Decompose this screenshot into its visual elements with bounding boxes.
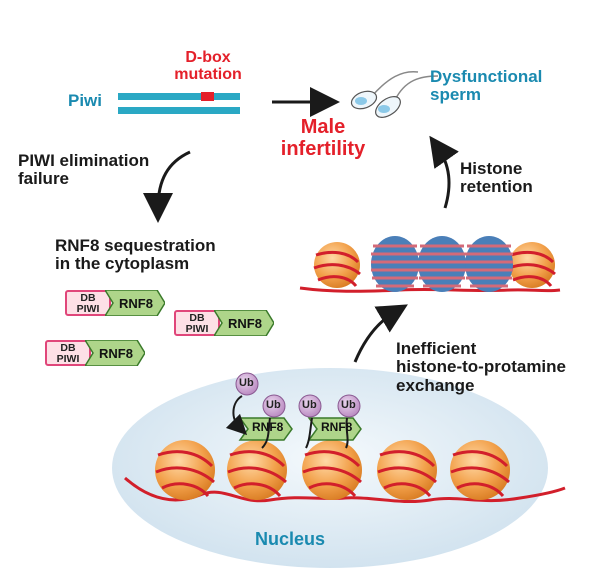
nuclear-rnf8-left [238,417,293,441]
retained-histone-chromatin [299,236,561,293]
nuclear-rnf8-text: RNF8 [252,420,284,434]
piwi-gene-bar [118,92,240,114]
male-infertility-label: Male infertility [280,116,366,160]
arrow-piwi-elimination [143,150,191,223]
piwi-elimination-label: PIWI elimination failure [18,151,150,189]
piwi-label: Piwi [68,91,103,110]
ub-label: Ub [266,399,281,411]
db-piwi-tag: DB PIWI [65,290,111,316]
dbox-mutation-label: D-box mutation [174,49,242,84]
dbox-mutation-mark [201,92,214,101]
dysfunctional-sperm-label: Dysfunctional sperm [430,67,543,105]
histone-retention-label: Histone retention [460,159,533,197]
nuclear-chromatin [124,440,566,504]
db-piwi-tag: DB PIWI [174,310,220,336]
inefficient-exchange-label: Inefficient histone-to-protamine exchang… [396,339,566,395]
ub-label: Ub [239,377,254,389]
nuclear-rnf8-text: RNF8 [321,420,353,434]
rnf8-tag: RNF8 [214,310,274,336]
arrow-histone-retention [429,135,459,209]
sperm-icon [350,70,439,118]
nucleus-label: Nucleus [255,529,326,549]
rnf8-tag: RNF8 [85,340,145,366]
ub-label: Ub [341,399,356,411]
ub-label: Ub [302,399,317,411]
rnf8-text: RNF8 [119,296,153,311]
rnf8-text: RNF8 [228,316,262,331]
rnf8-text: RNF8 [99,346,133,361]
rnf8-tag: RNF8 [105,290,165,316]
arrow-inefficient-exchange [353,304,408,363]
rnf8-sequestration-label: RNF8 sequestration in the cytoplasm [55,236,216,274]
db-piwi-tag: DB PIWI [45,340,91,366]
ubiquitin-group [225,372,361,449]
